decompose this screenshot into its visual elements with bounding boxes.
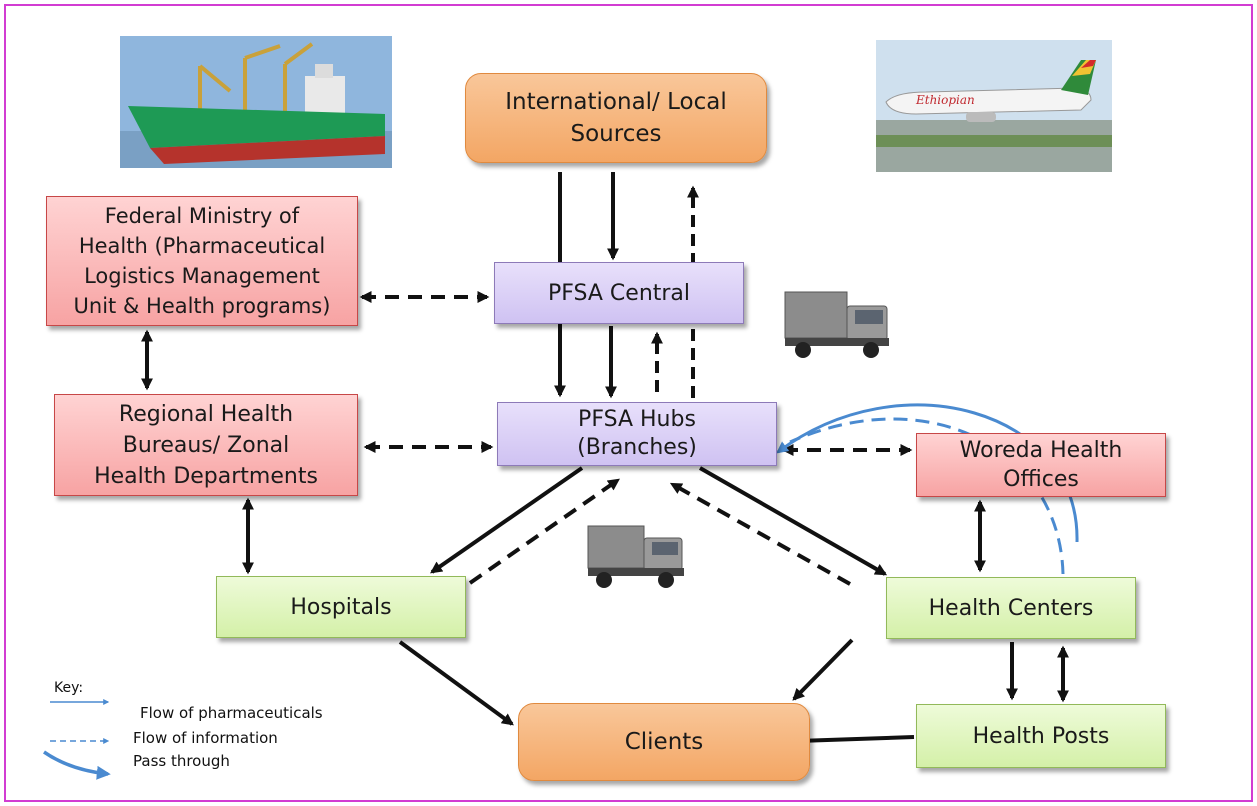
node-fmoh: Federal Ministry of Health (Pharmaceutic… xyxy=(46,196,358,326)
key-line-pass xyxy=(43,750,111,780)
arrow-hospitals-hubs-info xyxy=(468,478,620,585)
truck-image-bottom xyxy=(587,525,684,588)
diagram-frame xyxy=(4,4,1253,802)
arrow-centers-hubs-info xyxy=(669,482,851,586)
node-clients: Clients xyxy=(518,703,810,781)
node-health-centers: Health Centers xyxy=(886,577,1136,639)
arrow-centers-clients xyxy=(792,638,854,701)
arrow-hubs-centers xyxy=(699,466,888,576)
arrow-pass-through-info xyxy=(789,417,1065,575)
key-info-label: Flow of information xyxy=(133,729,278,747)
truck-image-top xyxy=(784,291,889,358)
key-title: Key: xyxy=(54,680,84,696)
node-pfsa-hubs: PFSA Hubs (Branches) xyxy=(497,402,777,466)
node-pfsa-central: PFSA Central xyxy=(494,262,744,324)
arrow-posts-clients xyxy=(795,734,915,747)
arrow-hubs-hospitals xyxy=(430,466,584,574)
ship-image xyxy=(120,36,392,168)
key-pass-label: Pass through xyxy=(133,752,230,770)
node-woreda: Woreda Health Offices xyxy=(916,433,1166,497)
key-pharma-label: Flow of pharmaceuticals xyxy=(140,704,323,722)
node-hospitals: Hospitals xyxy=(216,576,466,638)
plane-livery: Ethiopian xyxy=(915,93,975,107)
plane-image: Ethiopian xyxy=(876,40,1112,172)
node-health-posts: Health Posts xyxy=(916,704,1166,768)
arrow-hospitals-clients xyxy=(398,640,514,726)
node-rhb: Regional Health Bureaus/ Zonal Health De… xyxy=(54,394,358,496)
node-sources: International/ Local Sources xyxy=(465,73,767,163)
